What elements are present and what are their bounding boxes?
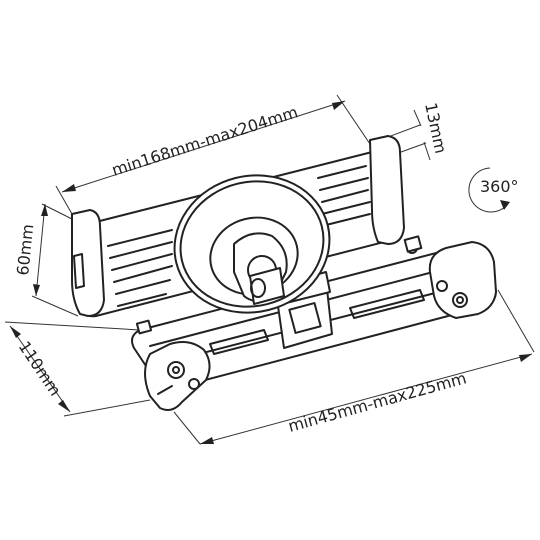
bar-width-dimension-label: min45mm-max225mm bbox=[286, 368, 468, 435]
left-headrest-clamp bbox=[144, 341, 211, 411]
bar-width-dimension-line bbox=[173, 289, 535, 445]
left-grip-ribs bbox=[107, 229, 173, 307]
height-dimension-line bbox=[31, 203, 79, 317]
bar-depth-dimension-label: 110mm bbox=[15, 338, 65, 400]
rotation-label: 360° bbox=[480, 177, 519, 196]
ball-joint bbox=[233, 232, 288, 305]
rotation-arrow-icon bbox=[468, 167, 510, 213]
height-dimension-label: 60mm bbox=[13, 223, 37, 276]
bar-depth-dimension-line bbox=[4, 321, 151, 417]
bar-fittings bbox=[135, 235, 423, 335]
width-dimension-label: min168mm-max204mm bbox=[109, 102, 300, 179]
width-dimension-line bbox=[55, 94, 373, 215]
right-grip-ribs bbox=[317, 165, 371, 227]
